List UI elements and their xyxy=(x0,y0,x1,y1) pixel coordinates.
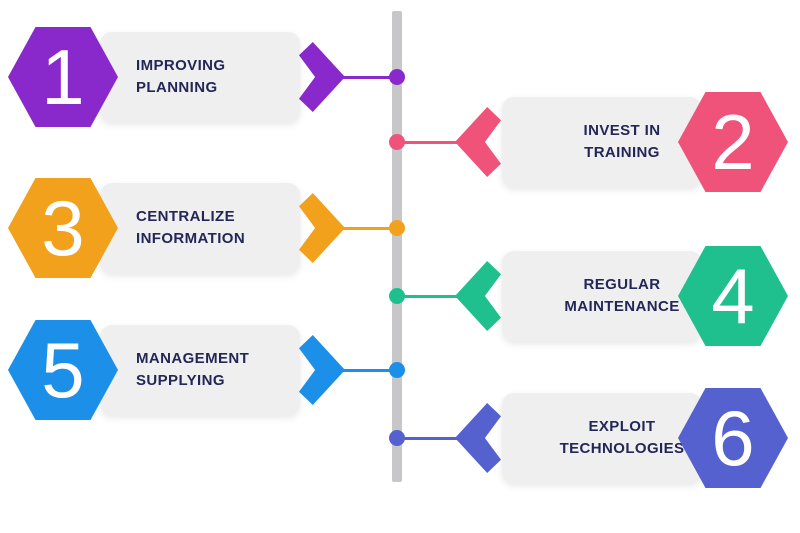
timeline-bar xyxy=(392,11,402,482)
timeline-dot xyxy=(389,430,405,446)
timeline-dot xyxy=(389,288,405,304)
step-banner: EXPLOIT TECHNOLOGIES xyxy=(502,393,702,483)
step-number: 3 xyxy=(41,184,85,272)
timeline-dot xyxy=(389,362,405,378)
step-hexagon: 1 xyxy=(8,27,118,127)
timeline-dot xyxy=(389,69,405,85)
step-number: 5 xyxy=(41,326,85,414)
connector-line xyxy=(339,369,395,372)
step-banner: INVEST IN TRAINING xyxy=(502,97,702,187)
chevron-left-icon xyxy=(455,403,501,473)
step-label: IMPROVING PLANNING xyxy=(136,57,226,96)
step-label: INVEST IN TRAINING xyxy=(583,122,661,161)
connector-line xyxy=(401,437,457,440)
timeline-dot xyxy=(389,220,405,236)
step-banner: REGULAR MAINTENANCE xyxy=(502,251,702,341)
step-banner: CENTRALIZE INFORMATION xyxy=(100,183,300,273)
step-number: 6 xyxy=(711,394,755,482)
step-banner: MANAGEMENT SUPPLYING xyxy=(100,325,300,415)
chevron-right-icon xyxy=(299,335,345,405)
chevron-right-icon xyxy=(299,193,345,263)
connector-line xyxy=(401,295,457,298)
chevron-left-icon xyxy=(455,107,501,177)
chevron-right-icon xyxy=(299,42,345,112)
step-number: 2 xyxy=(711,98,755,186)
connector-line xyxy=(401,141,457,144)
connector-line xyxy=(339,76,395,79)
connector-line xyxy=(339,227,395,230)
step-label: EXPLOIT TECHNOLOGIES xyxy=(559,418,685,457)
chevron-left-icon xyxy=(455,261,501,331)
step-banner: IMPROVING PLANNING xyxy=(100,32,300,122)
timeline-dot xyxy=(389,134,405,150)
step-number: 1 xyxy=(41,33,85,121)
step-label: CENTRALIZE INFORMATION xyxy=(136,208,246,247)
step-label: MANAGEMENT SUPPLYING xyxy=(136,350,250,389)
step-number: 4 xyxy=(711,252,755,340)
step-label: REGULAR MAINTENANCE xyxy=(564,276,680,315)
